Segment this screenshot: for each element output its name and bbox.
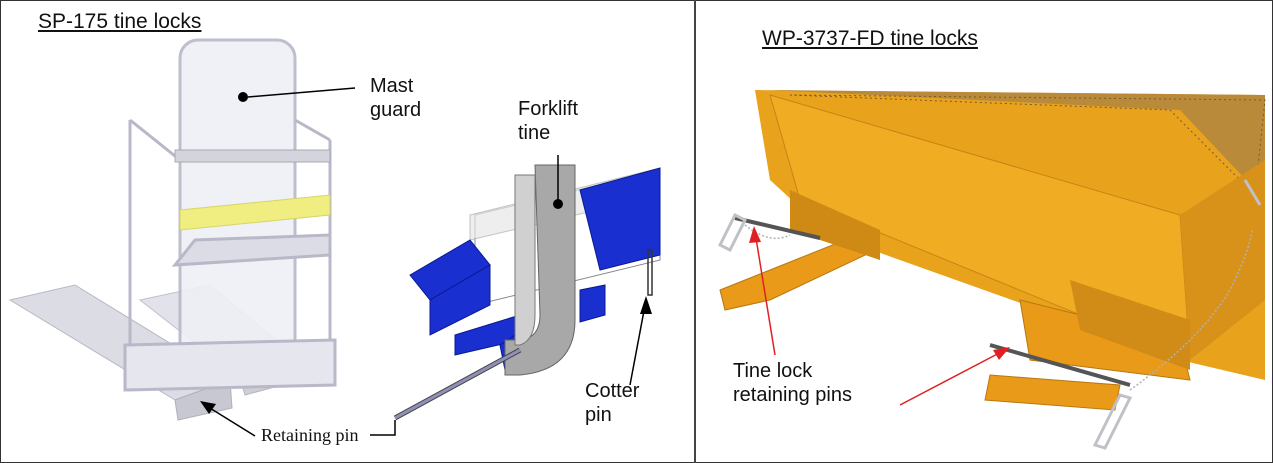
retaining-pins-label: Tine lock retaining pins bbox=[733, 360, 852, 406]
retaining-pin-arrowhead bbox=[200, 401, 216, 414]
tine-lock-detail-illustration bbox=[393, 164, 661, 421]
retaining-pin-label: Retaining pin bbox=[261, 425, 359, 445]
retaining-pin-arrow-line bbox=[204, 404, 256, 437]
cotter-pin-label: Cotter pin bbox=[585, 380, 640, 426]
retaining-pin-bracket-line bbox=[370, 420, 396, 436]
photo-pins-and-chains bbox=[717, 179, 1262, 450]
wp-3737-fd-photo-illustration bbox=[719, 90, 1266, 411]
forklift-tine-callout-dot bbox=[553, 199, 563, 209]
retaining-pins-arrowhead-left bbox=[749, 226, 761, 243]
retaining-pins-arrow-left bbox=[754, 231, 776, 356]
cotter-pin-arrow-line bbox=[629, 299, 647, 386]
panel-divider bbox=[694, 0, 696, 463]
cotter-pin-arrowhead bbox=[640, 296, 652, 314]
yellow-crossbar bbox=[179, 194, 331, 231]
guard-clamp-bar bbox=[174, 149, 331, 163]
forklift-tine-label: Forklift tine bbox=[518, 98, 578, 144]
right-panel-title: WP-3737-FD tine locks bbox=[762, 27, 978, 50]
retaining-pins-arrow-right bbox=[899, 349, 1006, 406]
left-panel-title: SP-175 tine locks bbox=[38, 10, 202, 33]
mast-guard-label: Mast guard bbox=[370, 75, 422, 121]
mast-guard-callout-dot bbox=[238, 92, 248, 102]
mast-guard-leader-line bbox=[247, 87, 356, 98]
retaining-pins-arrowhead-right bbox=[993, 347, 1010, 360]
